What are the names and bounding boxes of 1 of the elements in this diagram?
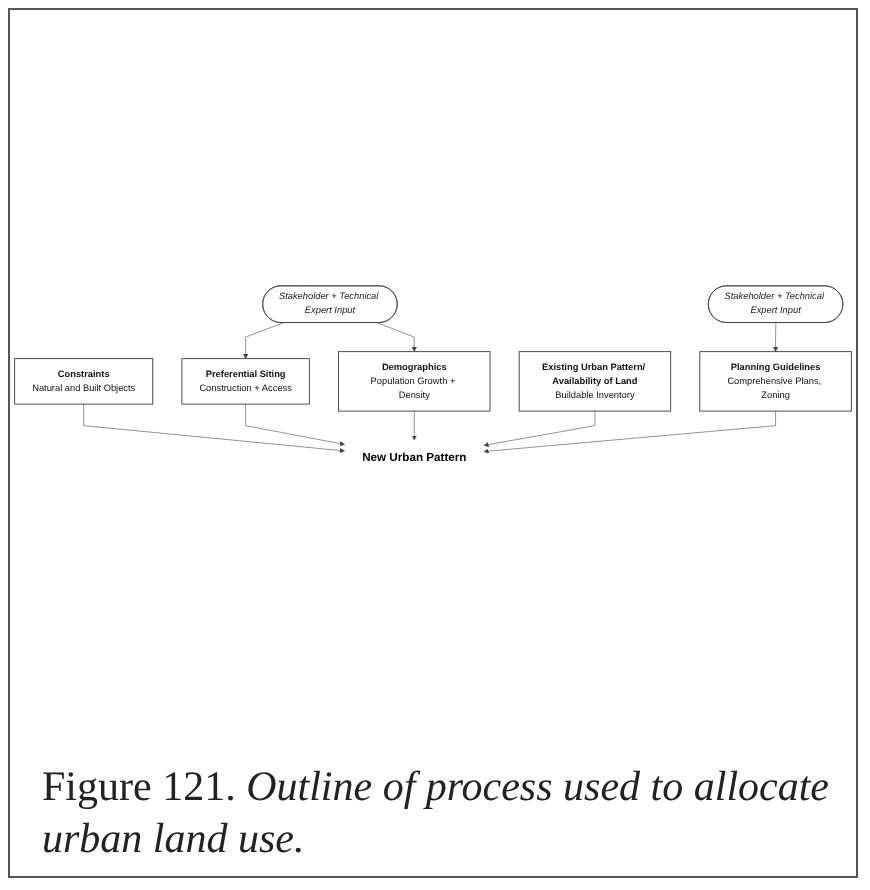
figure-caption: Figure 121. Outline of process used to allocate urban land use. — [40, 759, 832, 866]
